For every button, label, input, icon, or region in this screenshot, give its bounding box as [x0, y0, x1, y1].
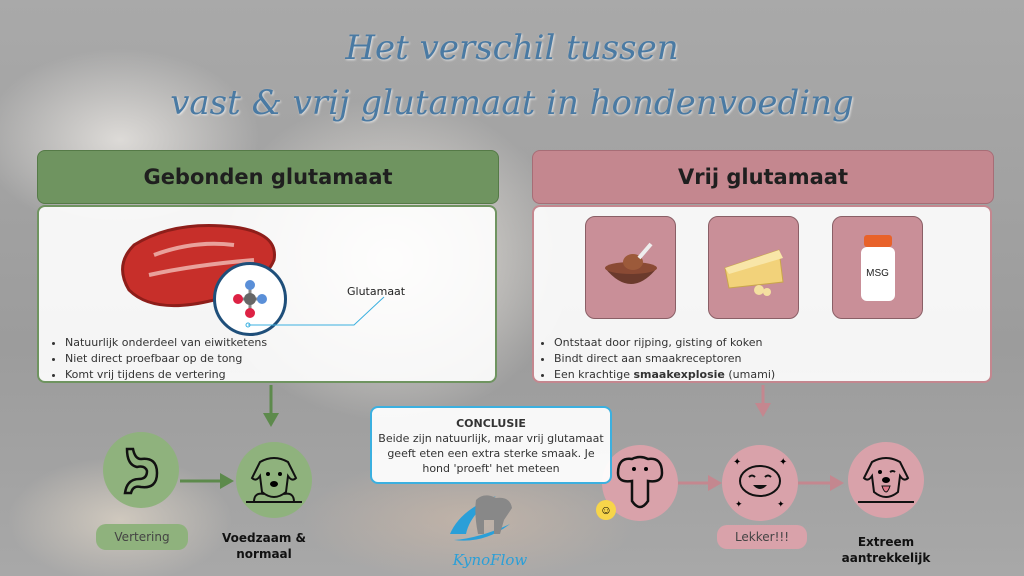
broth-bowl-icon	[585, 216, 676, 319]
bound-bullets: Natuurlijk onderdeel van eiwitketens Nie…	[45, 335, 267, 383]
bullet-text: Een krachtige	[554, 368, 634, 381]
arrow-right-green	[180, 473, 234, 489]
bullet: Niet direct proefbaar op de tong	[65, 351, 267, 367]
svg-text:✦: ✦	[779, 457, 787, 468]
happy-brain-icon: ✦ ✦ ✦ ✦	[722, 445, 798, 521]
bullet: Natuurlijk onderdeel van eiwitketens	[65, 335, 267, 351]
stomach-icon	[103, 432, 179, 508]
bullet: Ontstaat door rijping, gisting of koken	[554, 335, 775, 351]
arrow-down-green	[263, 385, 279, 427]
conclusion-text: Beide zijn natuurlijk, maar vrij glutama…	[378, 432, 604, 475]
cheese-icon	[708, 216, 799, 319]
dog-icon	[236, 442, 312, 518]
caption-line: aantrekkelijk	[841, 551, 931, 565]
caption-line: Voedzaam &	[222, 531, 306, 545]
arrow-down-pink	[755, 385, 771, 417]
svg-text:✦: ✦	[735, 499, 743, 509]
bullet: Bindt direct aan smaakreceptoren	[554, 351, 775, 367]
svg-text:✦: ✦	[733, 457, 741, 468]
bullet-bold: smaakexplosie	[633, 368, 725, 381]
title-line-1: Het verschil tussen	[345, 28, 679, 68]
caption-line: Extreem	[857, 535, 915, 549]
bullet-text: (umami)	[724, 368, 776, 381]
bound-panel: Glutamaat Natuurlijk onderdeel van eiwit…	[37, 205, 497, 383]
molecule-label: Glutamaat	[347, 285, 406, 298]
logo-dog-swoosh-icon	[450, 495, 512, 541]
free-bullets: Ontstaat door rijping, gisting of koken …	[534, 335, 775, 383]
attractive-caption: Extreem aantrekkelijk	[836, 534, 936, 566]
logo-text: KynoFlow	[452, 551, 528, 569]
happy-dog-icon	[848, 442, 924, 518]
kynoflow-logo: KynoFlow	[440, 490, 540, 570]
bound-header: Gebonden glutamaat	[37, 150, 499, 204]
bullet: Komt vrij tijdens de vertering	[65, 367, 267, 383]
caption-line: normaal	[236, 547, 292, 561]
title-line-2: vast & vrij glutamaat in hondenvoeding	[170, 83, 854, 123]
free-header: Vrij glutamaat	[532, 150, 994, 204]
nutritious-caption: Voedzaam & normaal	[214, 530, 314, 562]
bullet: Een krachtige smaakexplosie (umami)	[554, 367, 775, 383]
smiley-emoji-icon: ☺	[596, 500, 616, 520]
conclusion-heading: CONCLUSIE	[456, 417, 526, 430]
svg-text:✦: ✦	[777, 499, 785, 509]
arrow-right-pink	[798, 475, 844, 491]
molecule-pointer-line	[245, 296, 385, 328]
msg-label: MSG	[860, 246, 895, 301]
digestion-label: Vertering	[96, 524, 188, 550]
tasty-label: Lekker!!!	[717, 525, 807, 549]
conclusion-box: CONCLUSIE Beide zijn natuurlijk, maar vr…	[370, 406, 612, 484]
arrow-right-pink	[678, 475, 722, 491]
msg-shaker-icon: MSG	[832, 216, 923, 319]
free-panel: MSG Ontstaat door rijping, gisting of ko…	[532, 205, 992, 383]
